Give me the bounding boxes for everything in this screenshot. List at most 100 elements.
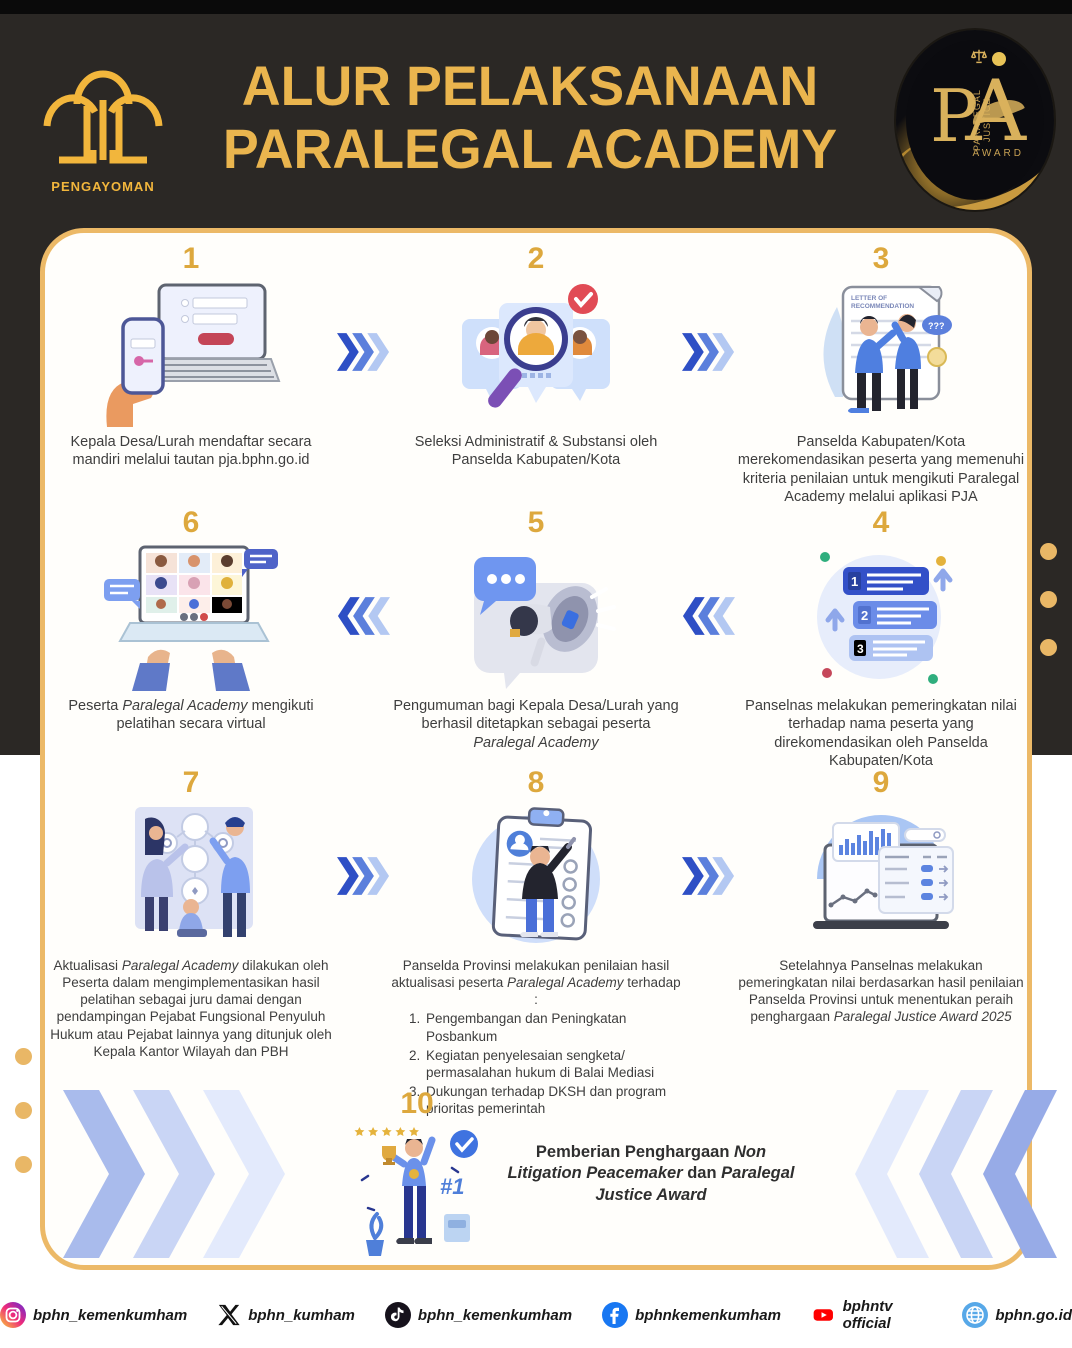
top-black-strip	[0, 0, 1072, 14]
social-x[interactable]: bphn_kumham	[217, 1303, 355, 1327]
svg-text:1: 1	[851, 574, 858, 589]
page-title: ALUR PELAKSANAAN PARALEGAL ACADEMY	[189, 54, 871, 181]
social-facebook[interactable]: bphnkemenkumham	[602, 1302, 781, 1328]
step-9-caption: Setelahnya Panselnas melakukan pemeringk…	[738, 958, 1024, 1025]
step-10: 10 #1	[347, 1086, 801, 1262]
gold-dot	[1040, 543, 1057, 560]
step-8-illustration	[446, 801, 626, 951]
arrow-5-6	[337, 505, 390, 691]
x-icon	[218, 1304, 240, 1326]
step-3: 3 LETTER OF RECOMMENDATION ???	[735, 241, 1027, 507]
chevron-right-icon	[682, 857, 735, 895]
website-url: bphn.go.id	[995, 1306, 1072, 1324]
announcement-megaphone-icon	[474, 557, 616, 689]
instagram-handle: bphn_kemenkumham	[33, 1306, 188, 1324]
step-1-illustration	[101, 277, 281, 427]
arrow-2-3	[682, 241, 735, 427]
social-website[interactable]: bphn.go.id	[962, 1302, 1072, 1328]
youtube-handle: bphntv official	[842, 1298, 893, 1332]
virtual-training-laptop-icon	[104, 545, 278, 691]
flow-row-1: 1	[45, 241, 1027, 507]
pja-gold-dot	[992, 52, 1006, 66]
gold-dot	[15, 1102, 32, 1119]
step-5-illustration	[446, 541, 626, 691]
facebook-icon	[602, 1302, 629, 1328]
svg-text:RECOMMENDATION: RECOMMENDATION	[851, 303, 914, 310]
pja-logo-face: P PARALEGAL JUSTICE A AWARD	[906, 40, 1044, 200]
chevron-right-icon	[682, 333, 735, 371]
step-4-caption: Panselnas melakukan pemeringkatan nilai …	[745, 698, 1017, 770]
step-10-number: 10	[400, 1087, 434, 1120]
gold-dot	[1040, 591, 1057, 608]
svg-text:#1: #1	[440, 1174, 464, 1199]
svg-text:3: 3	[857, 642, 864, 656]
pengayoman-tree-icon	[43, 70, 163, 164]
letter-of-recommendation-icon: LETTER OF RECOMMENDATION ???	[823, 285, 952, 413]
youtube-icon	[811, 1303, 835, 1327]
social-tiktok[interactable]: bphn_kemenkumham	[384, 1302, 573, 1328]
step-5-number: 5	[527, 506, 545, 539]
pengayoman-logo: PENGAYOMAN	[28, 42, 178, 202]
big-chevrons-right-icon	[63, 1090, 285, 1258]
step-7-caption: Aktualisasi Paralegal Academy dilakukan …	[50, 958, 332, 1059]
title-line-1: ALUR PELAKSANAAN	[241, 54, 819, 117]
step-7-illustration	[101, 801, 281, 951]
scales-of-justice-icon	[970, 49, 988, 64]
social-youtube[interactable]: bphntv official	[811, 1298, 932, 1332]
header: PENGAYOMAN ALUR PELAKSANAAN PARALEGAL AC…	[0, 24, 1072, 224]
step-3-illustration: LETTER OF RECOMMENDATION ???	[791, 277, 971, 427]
step-5: 5 Pengumu	[390, 505, 682, 771]
step-4: 4 1 2	[735, 505, 1027, 771]
gold-dot	[15, 1156, 32, 1173]
step-1-number: 1	[182, 242, 200, 275]
step-4-illustration: 1 2 3	[791, 541, 971, 691]
arrow-8-9	[682, 765, 735, 951]
step-9-number: 9	[872, 766, 890, 799]
step-8: 8	[390, 765, 682, 1119]
step-9: 9	[735, 765, 1027, 1119]
arrow-1-2	[337, 241, 390, 427]
registration-laptop-phone-icon	[106, 283, 281, 427]
flow-row-2: 6	[45, 505, 1027, 771]
chevron-left-icon	[682, 597, 735, 635]
step-2: 2	[390, 241, 682, 507]
step-6-illustration	[96, 541, 286, 691]
facebook-handle: bphnkemenkumham	[635, 1306, 781, 1324]
score-dashboard-laptop-icon	[813, 815, 954, 929]
step-10-caption: Pemberian Penghargaan Non Litigation Pea…	[507, 1142, 795, 1204]
step-8-criteria-list: Pengembangan dan Peningkatan PosbankumKe…	[424, 1010, 682, 1119]
step-8-caption: Panselda Provinsi melakukan penilaian ha…	[391, 958, 681, 1008]
chevron-right-icon	[337, 333, 390, 371]
svg-text:LETTER OF: LETTER OF	[851, 295, 887, 302]
step-6: 6	[45, 505, 337, 771]
tiktok-icon	[384, 1302, 411, 1328]
svg-text:2: 2	[861, 608, 868, 623]
step-8-number: 8	[527, 766, 545, 799]
globe-icon	[962, 1302, 989, 1328]
flow-card: 1	[40, 228, 1057, 1270]
svg-text:???: ???	[928, 321, 945, 331]
social-instagram[interactable]: bphn_kemenkumham	[0, 1302, 187, 1328]
step-7: 7	[45, 765, 337, 1119]
step-3-number: 3	[872, 242, 890, 275]
step-1-caption: Kepala Desa/Lurah mendaftar secara mandi…	[70, 434, 312, 469]
tiktok-handle: bphn_kemenkumham	[417, 1306, 573, 1324]
pja-award-logo: P PARALEGAL JUSTICE A AWARD	[896, 30, 1054, 210]
step-2-number: 2	[527, 242, 545, 275]
step-1: 1	[45, 241, 337, 507]
pja-award-text: AWARD	[972, 148, 1024, 159]
ranking-list-icon: 1 2 3	[817, 552, 953, 684]
step-6-caption: Peserta Paralegal Academy mengikuti pela…	[68, 698, 314, 733]
arrow-4-5	[682, 505, 735, 691]
step-3-caption: Panselda Kabupaten/Kota merekomendasikan…	[737, 434, 1025, 506]
step-6-number: 6	[182, 506, 200, 539]
assessment-checklist-icon	[472, 807, 600, 943]
step-2-caption: Seleksi Administratif & Substansi oleh P…	[414, 434, 658, 469]
big-chevrons-left-icon	[855, 1090, 1057, 1258]
step-2-illustration	[446, 277, 626, 427]
step-9-illustration	[791, 801, 971, 951]
candidate-selection-magnifier-icon	[462, 284, 610, 408]
title-line-2: PARALEGAL ACADEMY	[222, 117, 838, 181]
pengayoman-label: PENGAYOMAN	[51, 179, 155, 194]
